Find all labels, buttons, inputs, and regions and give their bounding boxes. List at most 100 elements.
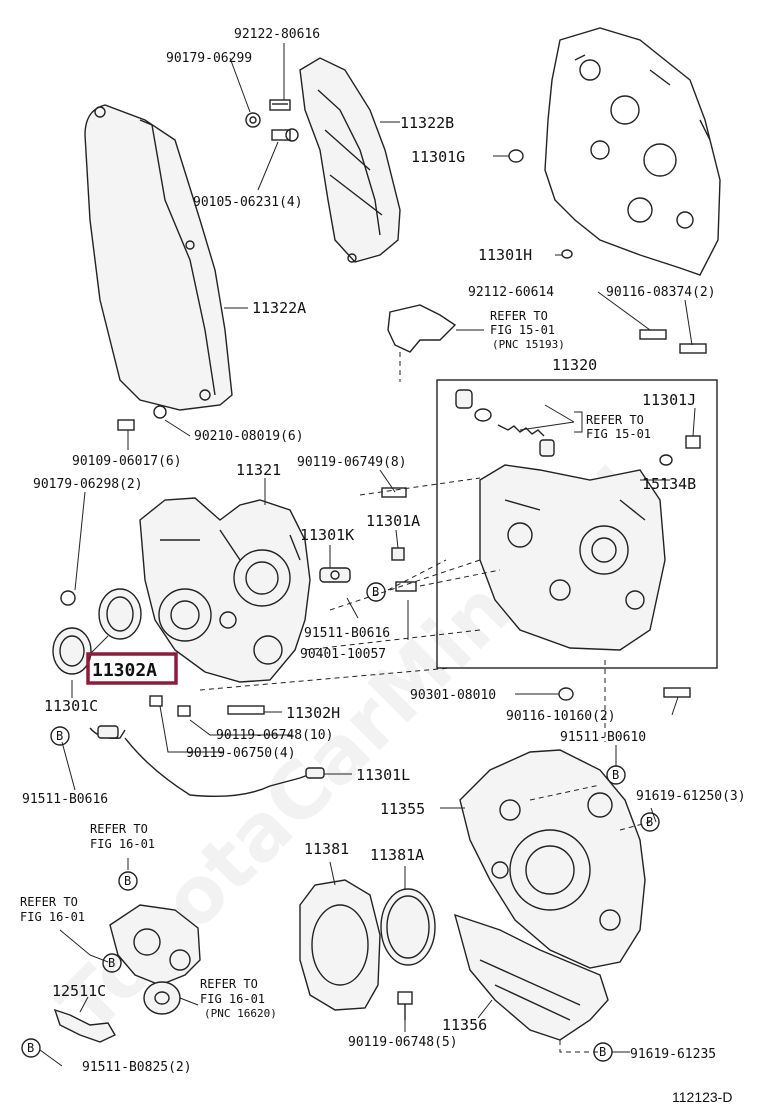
- label-11301G: 11301G: [411, 148, 465, 166]
- svg-text:(PNC 15193): (PNC 15193): [492, 338, 565, 351]
- nut-90179-06299: [245, 112, 261, 128]
- svg-text:REFER TO: REFER TO: [20, 895, 78, 909]
- svg-text:FIG 15-01: FIG 15-01: [490, 323, 555, 337]
- bolts-mid: [117, 405, 691, 717]
- label-90105-06231: 90105-06231(4): [193, 195, 303, 210]
- label-11301K: 11301K: [300, 526, 354, 544]
- label-91511-B0610: 91511-B0610: [560, 730, 646, 745]
- callout-circles: B B B B B B B B: [21, 582, 660, 1062]
- oil-seal-11302A: [98, 588, 142, 640]
- dashed-alignment-lines: [199, 352, 651, 1053]
- oil-pump-box: [436, 379, 718, 669]
- bolt-92122-80616: [269, 99, 291, 111]
- svg-text:B: B: [27, 1041, 34, 1055]
- svg-text:REFER TO: REFER TO: [586, 413, 644, 427]
- label-11301L: 11301L: [356, 766, 410, 784]
- oring-11301H: [561, 249, 573, 259]
- label-91511-B0616-a: 91511-B0616: [304, 626, 390, 641]
- label-11301J: 11301J: [642, 391, 696, 409]
- label-11302A: 11302A: [92, 660, 157, 681]
- label-90401-10057: 90401-10057: [300, 647, 386, 662]
- label-90179-06299: 90179-06299: [166, 51, 252, 66]
- oil-pump-body: [479, 464, 666, 651]
- bolt-90119-06748-5: [397, 991, 413, 1020]
- svg-text:B: B: [612, 768, 619, 782]
- oring-11301C: [52, 627, 92, 675]
- label-90116-10160: 90116-10160(2): [506, 709, 616, 724]
- label-90179-06298: 90179-06298(2): [33, 477, 143, 492]
- label-11320: 11320: [552, 356, 597, 374]
- reference-note-fig15-01-pnc15193: REFER TO FIG 15-01 (PNC 15193): [490, 309, 565, 351]
- label-11301C: 11301C: [44, 697, 98, 715]
- label-92122-80616: 92122-80616: [234, 27, 320, 42]
- svg-text:FIG 16-01: FIG 16-01: [90, 837, 155, 851]
- timing-chain-cover-11321: [139, 497, 311, 683]
- label-91619-61250: 91619-61250(3): [636, 789, 746, 804]
- bolt-90105-06231: [271, 128, 299, 142]
- svg-text:REFER TO: REFER TO: [90, 822, 148, 836]
- oil-seal-retainer-11381: [299, 879, 381, 1011]
- svg-text:FIG 16-01: FIG 16-01: [20, 910, 85, 924]
- label-15134B: 15134B: [642, 475, 696, 493]
- leader-lines: [39, 43, 696, 1067]
- highlight-box-11302A: [86, 652, 178, 685]
- sensor-cable-11301L: [89, 725, 325, 797]
- timing-cover-11322A: [84, 104, 233, 411]
- label-11301A: 11301A: [366, 512, 420, 530]
- relief-valve-parts: [455, 389, 701, 466]
- rear-plate-11355: [459, 749, 646, 969]
- svg-text:REFER TO: REFER TO: [490, 309, 548, 323]
- svg-text:REFER TO: REFER TO: [200, 977, 258, 991]
- engine-block-outline: [544, 27, 721, 276]
- plug-11301A: [391, 547, 405, 561]
- label-90119-06748-5: 90119-06748(5): [348, 1035, 458, 1050]
- timing-cover-11322B: [299, 57, 401, 263]
- label-92112-60614: 92112-60614: [468, 285, 554, 300]
- label-91511-B0825: 91511-B0825(2): [82, 1060, 192, 1075]
- label-91619-61235: 91619-61235: [630, 1047, 716, 1062]
- svg-text:B: B: [372, 585, 379, 599]
- svg-text:B: B: [599, 1045, 606, 1059]
- reference-note-fig16-01-left: REFER TO FIG 16-01: [20, 895, 85, 924]
- plate-11356: [453, 913, 609, 1041]
- reference-note-fig16-01-pnc16620: REFER TO FIG 16-01 (PNC 16620): [200, 977, 277, 1020]
- label-90119-06750: 90119-06750(4): [186, 746, 296, 761]
- label-11302H: 11302H: [286, 704, 340, 722]
- svg-text:FIG 16-01: FIG 16-01: [200, 992, 265, 1006]
- svg-text:B: B: [56, 729, 63, 743]
- figure-id: 112123-D: [672, 1089, 732, 1105]
- label-90109-06017: 90109-06017(6): [72, 454, 182, 469]
- label-11355: 11355: [380, 800, 425, 818]
- label-11381: 11381: [304, 840, 349, 858]
- sensor-11301K: [319, 567, 351, 583]
- studs-top-right: [639, 329, 707, 354]
- label-90119-06749: 90119-06749(8): [297, 455, 407, 470]
- svg-text:(PNC 16620): (PNC 16620): [204, 1007, 277, 1020]
- svg-text:B: B: [108, 956, 115, 970]
- label-11322B: 11322B: [400, 114, 454, 132]
- reference-note-fig15-01: REFER TO FIG 15-01: [586, 413, 651, 441]
- svg-text:B: B: [646, 815, 653, 829]
- label-91511-B0616-b: 91511-B0616: [22, 792, 108, 807]
- label-11381A: 11381A: [370, 846, 424, 864]
- bracket-12511C: [53, 1008, 116, 1043]
- nut-90179-06298: [60, 590, 76, 606]
- oil-seal-11381A: [380, 888, 436, 966]
- reference-note-fig16-01-top: REFER TO FIG 16-01: [90, 822, 155, 851]
- label-90119-06748-10: 90119-06748(10): [216, 728, 333, 743]
- svg-text:B: B: [124, 874, 131, 888]
- label-11321: 11321: [236, 461, 281, 479]
- label-11301H: 11301H: [478, 246, 532, 264]
- label-11356: 11356: [442, 1016, 487, 1034]
- label-90301-08010: 90301-08010: [410, 688, 496, 703]
- label-90210-08019: 90210-08019(6): [194, 429, 304, 444]
- svg-text:FIG 15-01: FIG 15-01: [586, 427, 651, 441]
- tensioner-assembly: [109, 904, 201, 1015]
- gasket-fig15-01: [387, 304, 457, 353]
- part-labels: 92122-80616 90179-06299 11322B 11301G 90…: [22, 27, 746, 1075]
- label-90116-08374: 90116-08374(2): [606, 285, 716, 300]
- label-11322A: 11322A: [252, 299, 306, 317]
- oring-11301G: [508, 149, 524, 163]
